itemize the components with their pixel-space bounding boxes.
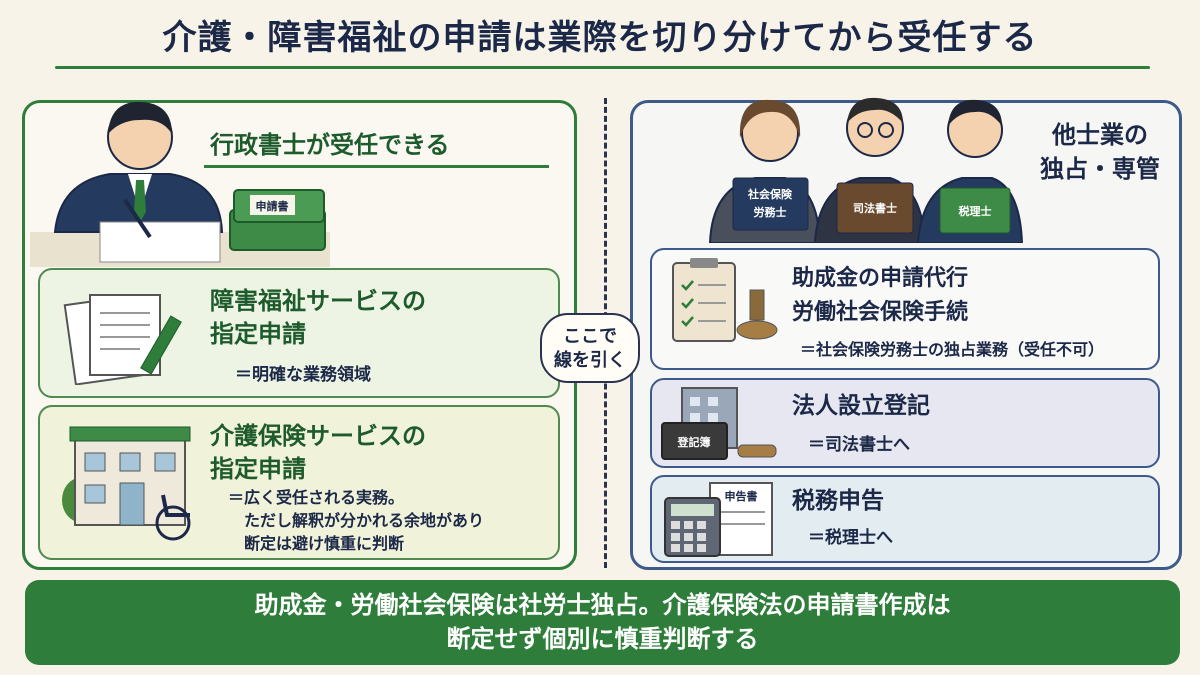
- left-heading: 行政書士が受任できる: [210, 131, 450, 159]
- calculator-taxform-icon: 申告書: [664, 482, 773, 557]
- sharoushi-person: 社会保険 労務士: [708, 99, 822, 243]
- tax-form-label: 申告書: [725, 489, 758, 503]
- book-label-sharoushi-2: 労務士: [754, 205, 787, 219]
- zeirishi-person: 税理士: [916, 99, 1024, 243]
- page-title: 介護・障害福祉の申請は業際を切り分けてから受任する: [162, 18, 1038, 58]
- binder-label: 申請書: [256, 199, 289, 213]
- summary-line1: 助成金・労働社会保険は社労士独占。介護保険法の申請書作成は: [254, 591, 951, 619]
- bubble-line2: 線を引く: [554, 350, 626, 371]
- r-card2-title: 法人設立登記: [792, 393, 930, 419]
- r-card1-title-line1: 助成金の申請代行: [792, 266, 969, 291]
- r-card1-note: ＝社会保険労務士の独占業務（受任不可）: [800, 340, 1105, 359]
- card1-note: ＝明確な業務領域: [235, 365, 371, 385]
- card2-title-line2: 指定申請: [210, 455, 306, 483]
- clipboard-stamp-icon: [672, 258, 778, 342]
- left-heading-underline: [204, 165, 549, 168]
- r-card2-note: ＝司法書士へ: [808, 435, 910, 455]
- card2-title-line1: 介護保険サービスの: [210, 422, 426, 450]
- building-register-icon: 登記簿: [661, 387, 777, 460]
- documents-pen-icon: [63, 294, 182, 385]
- right-heading: 他士業の 独占・専管: [1030, 118, 1170, 186]
- book-label-sharoushi-1: 社会保険: [747, 187, 793, 201]
- right-heading-line1: 他士業の: [1052, 121, 1148, 149]
- speech-bubble: ここで 線を引く: [540, 313, 640, 383]
- r-card3-note: ＝税理士へ: [808, 528, 893, 548]
- summary-line2: 断定せず個別に慎重判断する: [446, 625, 759, 653]
- card1-title-line2: 指定申請: [210, 320, 306, 348]
- card2-note-line3: 断定は避け慎重に判断: [244, 534, 405, 553]
- gyoseishoshi-illustration: 申請書: [30, 101, 330, 267]
- paper-form: [99, 221, 221, 263]
- professionals-illustration: 社会保険 労務士 司法書士 税理士: [708, 97, 1024, 243]
- book-label-shihoushoshi: 司法書士: [853, 201, 897, 215]
- hair: [108, 101, 172, 134]
- care-facility-icon: [62, 426, 191, 541]
- card1-title-line1: 障害福祉サービスの: [210, 287, 426, 315]
- card2-note-line1: ＝広く受任される実務。: [228, 488, 405, 507]
- r-card1-title-line2: 労働社会保険手続: [792, 300, 969, 325]
- tie: [134, 180, 146, 222]
- summary-banner: 助成金・労働社会保険は社労士独占。介護保険法の申請書作成は 断定せず個別に慎重判…: [25, 580, 1180, 665]
- r-card3-title: 税務申告: [792, 488, 884, 514]
- binder-icon: 申請書: [229, 189, 326, 251]
- title-underline: [55, 66, 1150, 69]
- register-book-label: 登記簿: [677, 435, 711, 449]
- card2-note-line2: ただし解釈が分かれる余地があり: [244, 511, 485, 530]
- book-label-zeirishi: 税理士: [959, 204, 992, 218]
- shihoushoshi-person: 司法書士: [813, 97, 927, 243]
- right-heading-line2: 独占・専管: [1040, 155, 1160, 183]
- bubble-line1: ここで: [563, 326, 617, 347]
